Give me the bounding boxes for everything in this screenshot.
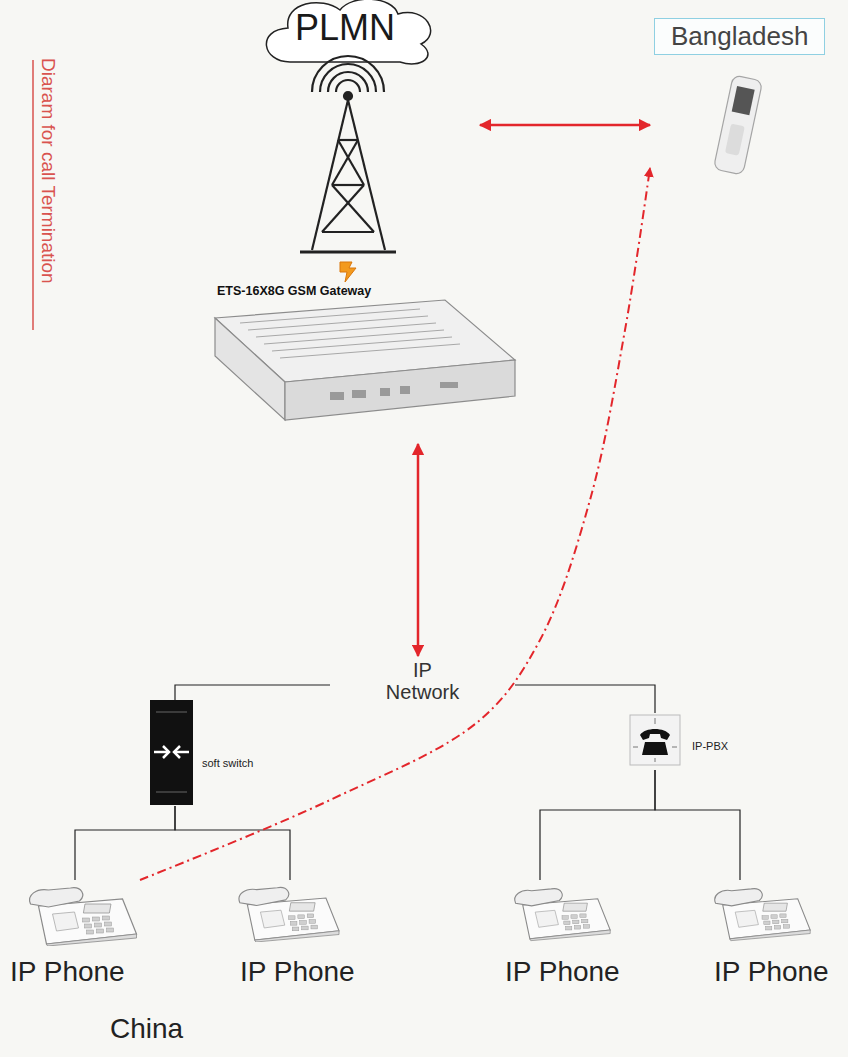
- soft-switch-node: soft switch: [148, 700, 264, 806]
- signal-arrow: [480, 124, 650, 127]
- soft-switch-icon: [150, 700, 193, 805]
- desk-phone: [715, 889, 810, 941]
- ip-pbx-node: IP-PBX: [628, 713, 746, 770]
- cloud-outline: [266, 0, 430, 64]
- node-text: IP Phone: [505, 956, 620, 987]
- node-text: soft switch: [202, 757, 253, 769]
- node-text: IP Phone: [10, 956, 125, 987]
- network-line: [515, 685, 655, 713]
- phone-node: IP Phone: [503, 880, 643, 992]
- phone-node: IP Phone: [712, 880, 840, 992]
- node-text: PLMN: [270, 8, 420, 48]
- node-text: IP Phone: [714, 956, 829, 987]
- link-arrow: [417, 444, 420, 656]
- ip-pbx-icon: [630, 715, 680, 765]
- desk-phone: [30, 888, 137, 946]
- call-path-arrow: [140, 168, 650, 880]
- node-text: Bangladesh: [654, 18, 825, 55]
- network-line: [75, 806, 175, 880]
- signal-symbol: [340, 262, 356, 282]
- gateway-device: [215, 300, 515, 420]
- tower-symbol: [300, 56, 396, 252]
- cloud-node: PLMN: [270, 0, 480, 260]
- node-text: IP-PBX: [692, 740, 728, 752]
- node-text: IP Network: [386, 659, 459, 704]
- node-text: ETS-16X8G GSM Gateway: [217, 284, 371, 298]
- network-line: [655, 770, 740, 880]
- network-line: [540, 770, 655, 880]
- node-text: IP Phone: [240, 956, 355, 987]
- phone-node: IP Phone: [236, 880, 376, 992]
- gateway-node: ETS-16X8G GSM Gateway: [205, 284, 525, 444]
- mobile-phone: [713, 75, 762, 175]
- phone-node: IP Phone: [8, 880, 148, 992]
- network-node: IP Network: [330, 656, 515, 706]
- network-line: [175, 685, 330, 700]
- country-box: Bangladesh: [650, 15, 838, 180]
- title-underline: [32, 60, 34, 330]
- region-label: China: [110, 1014, 183, 1045]
- diagram-title-note: Diaram for call Termination: [37, 58, 58, 284]
- desk-phone: [239, 887, 339, 942]
- desk-phone: [515, 889, 610, 941]
